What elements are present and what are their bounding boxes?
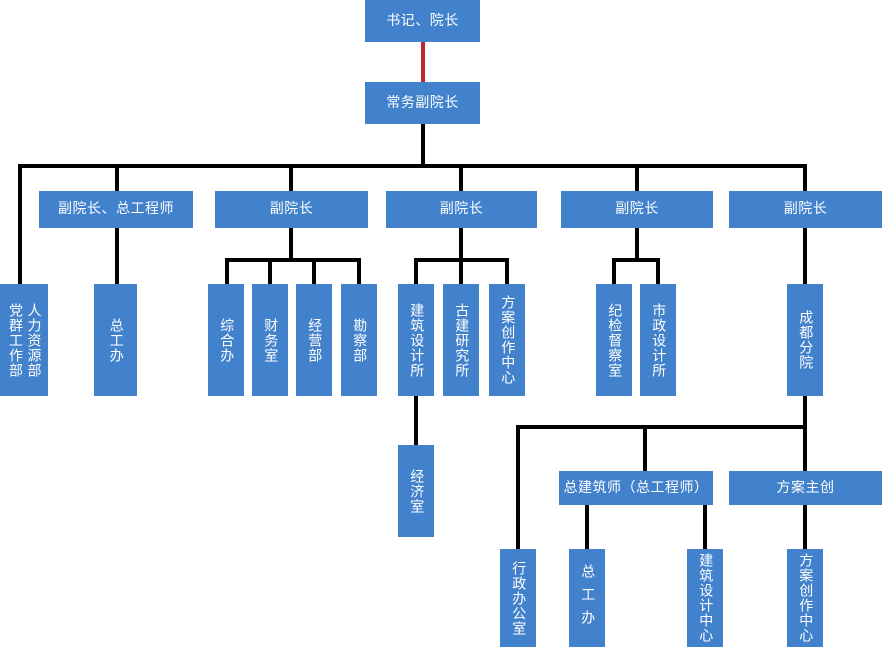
node-scheme-creation-center-chengdu[interactable]: 方案创作中心 <box>787 549 823 647</box>
node-executive-vice-president[interactable]: 常务副院长 <box>365 82 480 124</box>
node-chief-engineer-office[interactable]: 总工办 <box>94 284 137 396</box>
node-architectural-design-institute[interactable]: 建筑设计所 <box>398 284 434 396</box>
connector-vpgm-left-leg <box>18 192 22 284</box>
connector-drop-caiwushi <box>268 258 272 284</box>
connector-drop-jijiandujiang <box>612 258 616 284</box>
connector-bus-level2 <box>18 164 807 168</box>
connector-drop-gujianyanjiu <box>459 258 463 284</box>
connector-vp4-to-chengdu <box>803 227 807 284</box>
connector-drop-kanchabu <box>357 258 361 284</box>
connector-drop-shizhengsheji <box>656 258 660 284</box>
connector-chengdu-stub <box>803 396 807 428</box>
node-vice-president-4[interactable]: 副院长 <box>729 191 882 228</box>
node-vice-president-3[interactable]: 副院长 <box>561 191 713 228</box>
node-survey-dept[interactable]: 勘察部 <box>341 284 377 396</box>
node-chief-architect[interactable]: 总建筑师（总工程师） <box>559 471 713 505</box>
connector-jianzhusheji-to-jingjishi <box>414 396 418 445</box>
connector-president-to-executive-vp <box>421 40 425 82</box>
connector-drop-vp3 <box>459 164 463 192</box>
connector-zongjianzhushi-to-jianzhushejizhongxin <box>703 505 707 549</box>
node-scheme-lead-designer[interactable]: 方案主创 <box>729 471 882 505</box>
node-president[interactable]: 书记、院长 <box>365 0 480 42</box>
connector-bus-chengdu <box>516 425 807 429</box>
connector-drop-fanganchuangzuo <box>505 258 509 284</box>
node-chengdu-branch[interactable]: 成都分院 <box>787 284 823 396</box>
node-vice-president-1[interactable]: 副院长 <box>215 191 368 228</box>
connector-drop-zongjianzhushi <box>643 425 647 471</box>
connector-vp2-stub <box>459 227 463 261</box>
connector-drop-vp5 <box>803 164 807 192</box>
node-general-office[interactable]: 综合办 <box>208 284 244 396</box>
node-hr-label: 党群工作部 <box>7 302 23 378</box>
connector-drop-jianzhusheji <box>414 258 418 284</box>
node-economics-office[interactable]: 经济室 <box>398 445 434 537</box>
connector-fanganzhuchuang-to-fanganchuangzuozhongxin <box>803 505 807 549</box>
node-hr-and-party-affairs[interactable]: 党群工作部 人力资源部 <box>0 284 48 396</box>
node-party-affairs-label: 人力资源部 <box>25 302 42 378</box>
node-finance-office[interactable]: 财务室 <box>252 284 288 396</box>
node-chief-engineer-office-chengdu[interactable]: 总工办 <box>569 549 605 647</box>
connector-drop-vp1 <box>115 164 119 192</box>
node-scheme-creation-center[interactable]: 方案创作中心 <box>489 284 525 396</box>
connector-drop-vp-gm <box>18 164 22 192</box>
connector-executive-vp-stub <box>421 123 425 167</box>
node-operations-dept[interactable]: 经营部 <box>296 284 332 396</box>
connector-drop-zongheban <box>225 258 229 284</box>
connector-vp1-stub <box>289 227 293 261</box>
connector-drop-vp2 <box>289 164 293 192</box>
connector-drop-xingzhengbangongshi-leg <box>516 425 520 549</box>
node-vice-president-chief-engineer[interactable]: 副院长、总工程师 <box>39 191 193 228</box>
connector-bus-vp3 <box>612 258 660 262</box>
node-municipal-design-institute[interactable]: 市政设计所 <box>640 284 676 396</box>
node-architectural-design-center[interactable]: 建筑设计中心 <box>687 549 723 647</box>
connector-bus-vp1 <box>225 258 361 262</box>
node-ancient-architecture-institute[interactable]: 古建研究所 <box>443 284 479 396</box>
connector-zongjianzhushi-to-zonggongban <box>585 505 589 549</box>
connector-vpgm-to-gongban <box>115 227 119 284</box>
connector-drop-vp4 <box>635 164 639 192</box>
connector-vp3-stub <box>635 227 639 261</box>
node-discipline-inspection-office[interactable]: 纪检督察室 <box>596 284 632 396</box>
node-vice-president-2[interactable]: 副院长 <box>386 191 537 228</box>
node-administration-office[interactable]: 行政办公室 <box>500 549 536 647</box>
connector-drop-fanganzhuchuang <box>803 425 807 471</box>
connector-drop-jingyingbu <box>312 258 316 284</box>
